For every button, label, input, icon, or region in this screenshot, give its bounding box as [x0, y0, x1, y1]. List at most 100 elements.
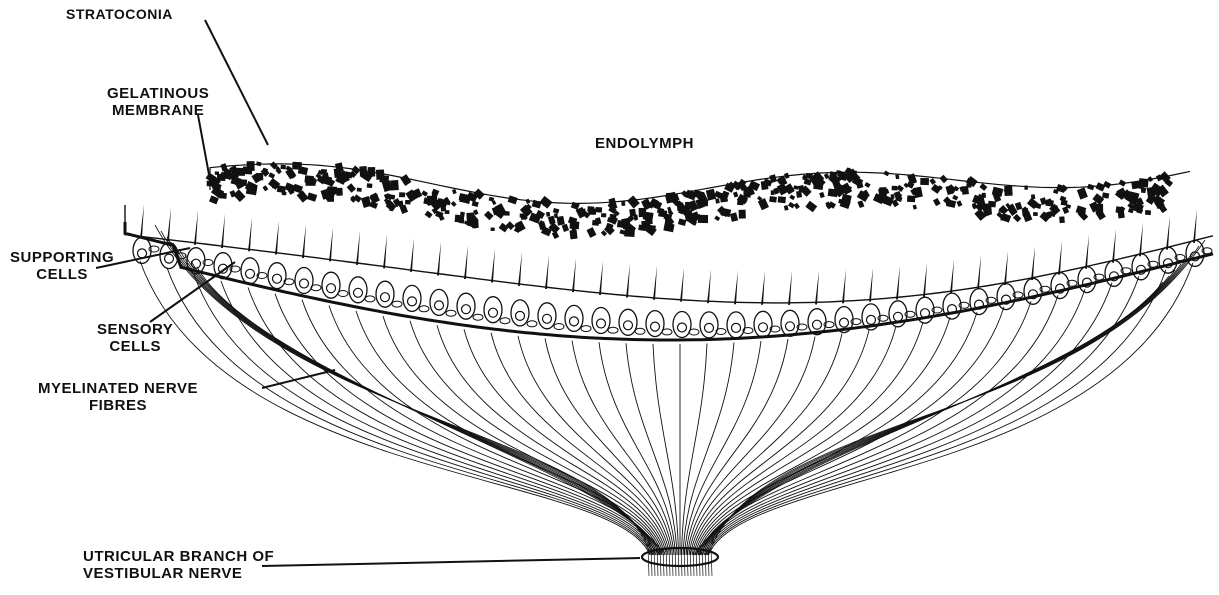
- otoconium: [400, 174, 411, 186]
- sensory-cell: [673, 312, 691, 338]
- otoconium: [215, 171, 219, 175]
- otoconium: [979, 183, 987, 191]
- otoconium: [743, 189, 750, 198]
- sensory-cell: [403, 285, 421, 311]
- cell-nucleus: [867, 315, 876, 324]
- otoconium: [739, 210, 746, 219]
- otoconium: [638, 225, 645, 231]
- otoconium: [452, 189, 457, 194]
- otoconium: [946, 201, 952, 206]
- sensory-cell: [295, 268, 313, 294]
- otoconium: [1077, 187, 1088, 199]
- hair-bundle: [950, 259, 954, 293]
- otoconium: [247, 161, 255, 171]
- otoconium: [336, 188, 343, 196]
- supporting-nucleus: [554, 324, 564, 330]
- otoconium: [219, 193, 227, 199]
- otoconium: [491, 228, 495, 231]
- sensory-cell: [619, 309, 637, 335]
- nerve-fibre: [698, 307, 1004, 555]
- cell-nucleus: [381, 293, 390, 302]
- supporting-nucleus: [716, 329, 726, 335]
- hair-bundle: [896, 265, 900, 299]
- otoconium: [307, 192, 317, 201]
- sensory-cell: [1132, 254, 1150, 280]
- otoconium: [595, 207, 602, 213]
- cell-nucleus: [894, 312, 903, 321]
- otoconium: [562, 224, 569, 232]
- sensory-cell: [457, 293, 475, 319]
- otoconium: [784, 205, 789, 210]
- label-supporting-cells: SUPPORTING CELLS: [10, 249, 114, 283]
- hair-bundle: [977, 255, 981, 289]
- otoconium: [1141, 189, 1146, 193]
- label-endolymph: ENDOLYMPH: [595, 135, 694, 152]
- otoconium: [737, 200, 744, 205]
- supporting-nucleus: [338, 291, 348, 297]
- otoconium: [879, 187, 887, 196]
- sensory-cell: [322, 272, 340, 298]
- hair-bundle: [761, 271, 765, 305]
- supporting-nucleus: [662, 329, 672, 335]
- sensory-cell: [349, 277, 367, 303]
- sensory-cell: [376, 281, 394, 307]
- hair-bundle: [437, 241, 441, 275]
- sensory-cell: [754, 311, 772, 337]
- otoconium: [484, 211, 494, 221]
- otoconium: [706, 189, 716, 201]
- hair-bundle: [383, 234, 387, 268]
- supporting-nucleus: [689, 329, 699, 335]
- otoconium: [367, 183, 373, 188]
- sensory-cell: [1105, 260, 1123, 286]
- trunk-fibre: [663, 548, 664, 576]
- sensory-cell: [970, 289, 988, 315]
- cell-nucleus: [759, 323, 768, 332]
- nerve-fibre-outer: [706, 246, 1199, 555]
- supporting-nucleus: [446, 310, 456, 316]
- otoconium: [455, 215, 465, 223]
- otoconium: [828, 188, 838, 197]
- otoconium: [982, 193, 986, 198]
- otoconium: [933, 198, 941, 206]
- hair-bundle: [923, 263, 927, 297]
- cell-nucleus: [435, 301, 444, 310]
- hair-bundle: [140, 204, 144, 238]
- sensory-cell: [727, 312, 745, 338]
- otoconium: [592, 220, 599, 226]
- nerve-fibre-outer: [708, 240, 1205, 555]
- cell-nucleus: [597, 319, 606, 328]
- trunk-fibre: [702, 548, 703, 576]
- hair-bundle: [599, 261, 603, 295]
- otoconium: [647, 225, 656, 233]
- otoconium: [796, 191, 802, 198]
- sensory-cell: [1159, 247, 1177, 273]
- supporting-nucleus: [635, 328, 645, 334]
- hair-bundle: [518, 252, 522, 286]
- supporting-nucleus: [527, 321, 537, 327]
- cell-nucleus: [624, 321, 633, 330]
- otoconium: [793, 185, 798, 190]
- otoconium: [1145, 210, 1151, 215]
- supporting-nucleus: [392, 301, 402, 307]
- label-stratoconia: STRATOCONIA: [66, 6, 173, 23]
- label-sensory-cells: SENSORY CELLS: [97, 321, 173, 355]
- otoconium: [357, 188, 362, 192]
- sensory-cell: [997, 284, 1015, 310]
- otoconium: [777, 183, 788, 195]
- otoconium: [1013, 214, 1021, 222]
- sensory-cell: [565, 305, 583, 331]
- otoconium: [1033, 212, 1038, 216]
- cell-nucleus: [516, 311, 525, 320]
- otoconium: [700, 199, 708, 206]
- otoconium: [239, 179, 247, 186]
- otoconium: [610, 214, 617, 219]
- otoconium: [624, 228, 635, 237]
- sensory-cells: [133, 237, 1212, 338]
- cell-nucleus: [543, 314, 552, 323]
- hair-bundle: [788, 271, 792, 305]
- hair-bundle: [1139, 222, 1143, 256]
- otoconium: [546, 212, 550, 217]
- hair-bundle: [329, 227, 333, 261]
- hair-bundle: [572, 258, 576, 292]
- otoconium: [421, 190, 428, 196]
